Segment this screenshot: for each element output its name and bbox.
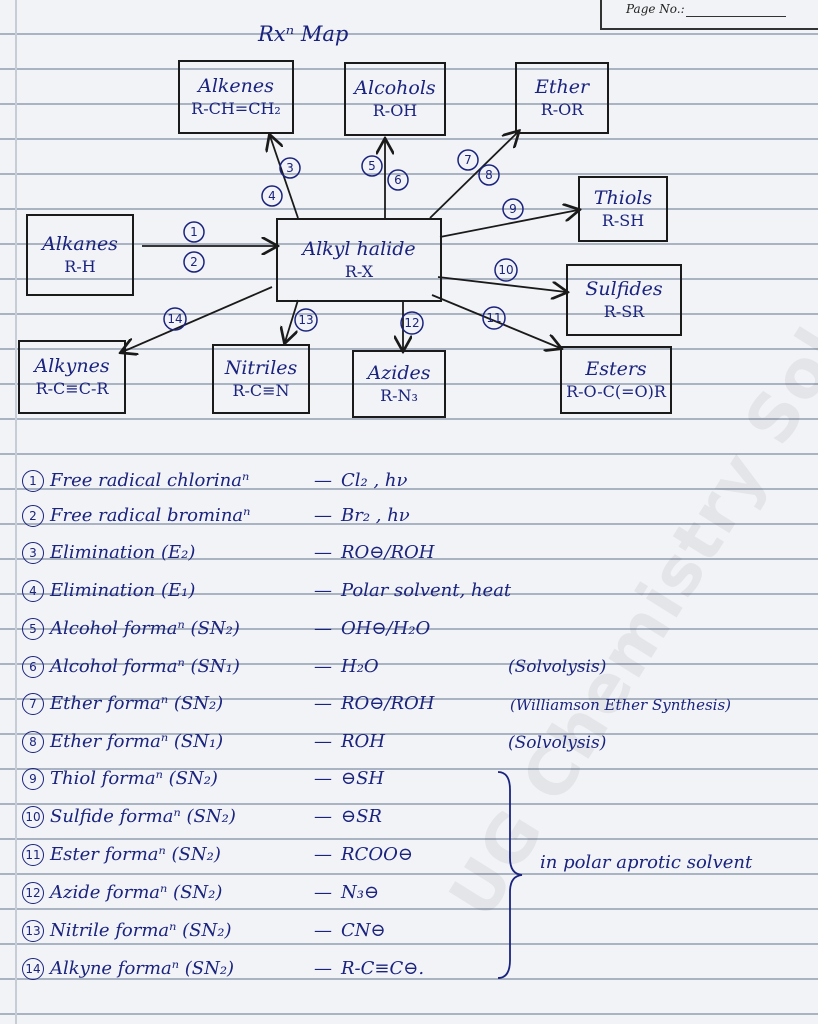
box-esters-formula: R-O-C(=O)R — [566, 381, 666, 401]
box-ether-formula: R-OR — [540, 99, 584, 119]
box-alkenes-name: Alkenes — [198, 75, 274, 98]
page-number-box: Page No.: — [600, 0, 818, 30]
box-alkyl-halide: Alkyl halide R-X — [276, 218, 442, 302]
note-williamson: (Williamson Ether Synthesis) — [510, 696, 731, 714]
box-alcohols-formula: R-OH — [372, 100, 418, 120]
box-sulfides: Sulfides R-SR — [566, 264, 682, 336]
box-nitriles-formula: R-C≡N — [232, 380, 290, 400]
box-alkenes-formula: R-CH=CH₂ — [191, 98, 281, 118]
note-polar-aprotic: in polar aprotic solvent — [540, 852, 753, 873]
box-alkanes: Alkanes R-H — [26, 214, 134, 296]
box-esters-name: Esters — [585, 358, 647, 381]
box-sulfides-name: Sulfides — [585, 278, 663, 301]
note-solvolysis-6: (Solvolysis) — [508, 657, 607, 677]
box-alcohols-name: Alcohols — [354, 77, 436, 100]
box-alkanes-name: Alkanes — [42, 233, 118, 256]
box-alkynes: Alkynes R-C≡C-R — [18, 340, 126, 414]
box-esters: Esters R-O-C(=O)R — [560, 346, 672, 414]
page-title: Rxⁿ Map — [258, 22, 349, 46]
margin-line — [15, 0, 17, 1024]
box-nitriles: Nitriles R-C≡N — [212, 344, 310, 414]
box-thiols-formula: R-SH — [601, 210, 645, 230]
box-alkenes: Alkenes R-CH=CH₂ — [178, 60, 294, 134]
box-alcohols: Alcohols R-OH — [344, 62, 446, 136]
page-no-label: Page No.: — [626, 2, 685, 16]
box-alkyl-halide-name: Alkyl halide — [302, 238, 416, 261]
box-ether-name: Ether — [534, 76, 590, 99]
box-sulfides-formula: R-SR — [603, 301, 645, 321]
box-ether: Ether R-OR — [515, 62, 609, 134]
note-solvolysis-8: (Solvolysis) — [508, 733, 607, 753]
box-alkynes-formula: R-C≡C-R — [35, 378, 109, 398]
box-thiols-name: Thiols — [593, 187, 653, 210]
box-alkanes-formula: R-H — [64, 256, 96, 276]
page-no-line — [686, 16, 786, 17]
box-azides-formula: R-N₃ — [380, 385, 418, 405]
box-alkynes-name: Alkynes — [34, 355, 110, 378]
box-thiols: Thiols R-SH — [578, 176, 668, 242]
box-alkyl-halide-formula: R-X — [344, 261, 374, 281]
box-azides: Azides R-N₃ — [352, 350, 446, 418]
box-azides-name: Azides — [367, 362, 431, 385]
box-nitriles-name: Nitriles — [224, 357, 298, 380]
brace — [497, 771, 523, 979]
